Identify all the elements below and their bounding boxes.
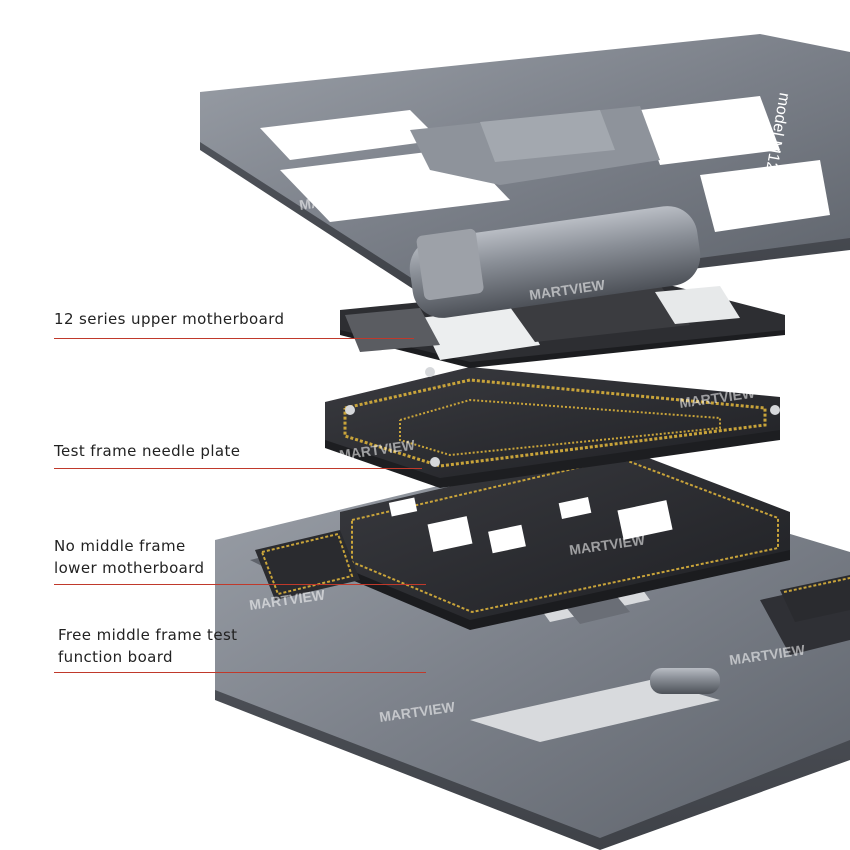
callout-line: 12 series upper motherboard [54,310,285,328]
callout-line: Free middle frame test [58,626,238,644]
callout-function-board: Free middle frame test function board [58,624,237,668]
callout-line: No middle frame [54,537,186,555]
leader-line-upper-motherboard [54,338,414,339]
callout-upper-motherboard: 12 series upper motherboard [54,308,284,330]
lower-motherboard [340,447,790,630]
callout-needle-plate: Test frame needle plate [54,440,240,462]
base-pcb-left [255,530,360,600]
callout-lower-motherboard: No middle frame lower motherboard [54,535,204,579]
leader-line-needle-plate [54,468,422,469]
callout-line: function board [58,648,173,666]
callout-line: lower motherboard [54,559,205,577]
needle-plate [325,367,780,488]
top-frame [200,34,850,318]
leader-line-function-board [54,672,426,673]
leader-line-lower-motherboard [54,584,426,585]
callout-line: Test frame needle plate [54,442,241,460]
base-pcb-right [780,575,850,622]
